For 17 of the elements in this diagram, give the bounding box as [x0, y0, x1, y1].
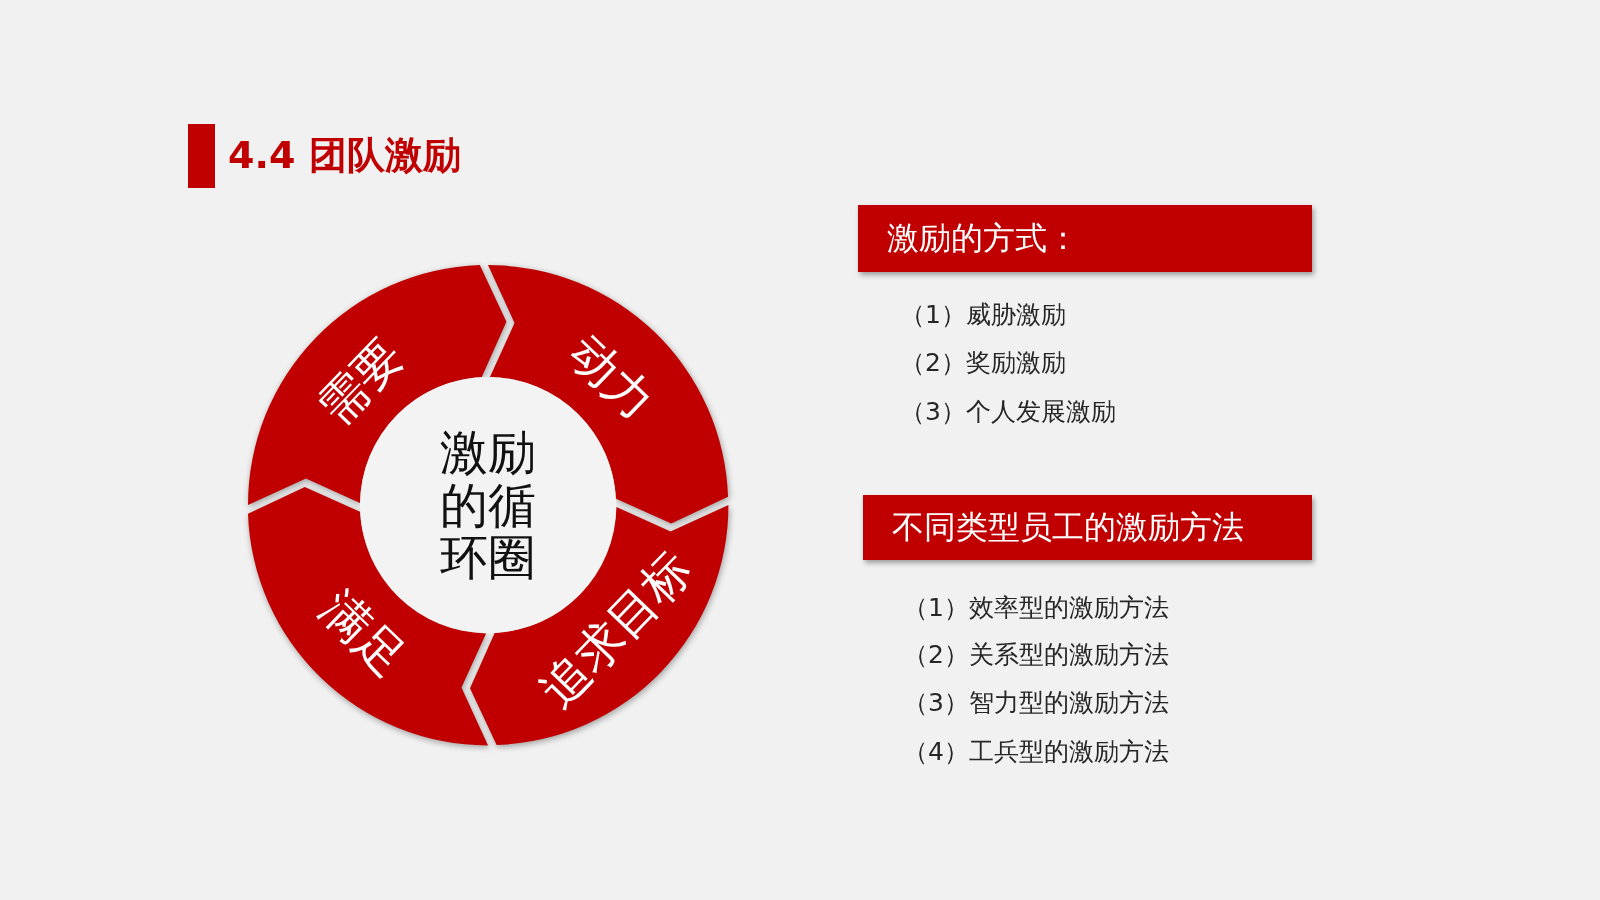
slide-title: 4.4 团队激励: [228, 132, 461, 178]
list-item: （2）关系型的激励方法: [903, 639, 1169, 671]
list-item: （4）工兵型的激励方法: [903, 736, 1169, 768]
list-item: （3）个人发展激励: [900, 396, 1116, 428]
header-bar: [863, 495, 1312, 560]
segment-label: 需要: [307, 328, 413, 435]
list-item: （2）奖励激励: [900, 347, 1066, 379]
center-label: 激励的循环圈: [439, 425, 537, 585]
segment-label: 动力: [558, 324, 665, 430]
header-text: 不同类型员工的激励方法: [892, 508, 1244, 547]
header-text: 激励的方式：: [887, 219, 1079, 258]
list-item: （1）威胁激励: [900, 299, 1066, 331]
list-item: （1）效率型的激励方法: [903, 592, 1169, 624]
list-item: （3）智力型的激励方法: [903, 687, 1169, 719]
segment-label: 满足: [311, 580, 418, 686]
ring-arrow-segment: [248, 486, 489, 745]
header-bar: [858, 205, 1312, 272]
